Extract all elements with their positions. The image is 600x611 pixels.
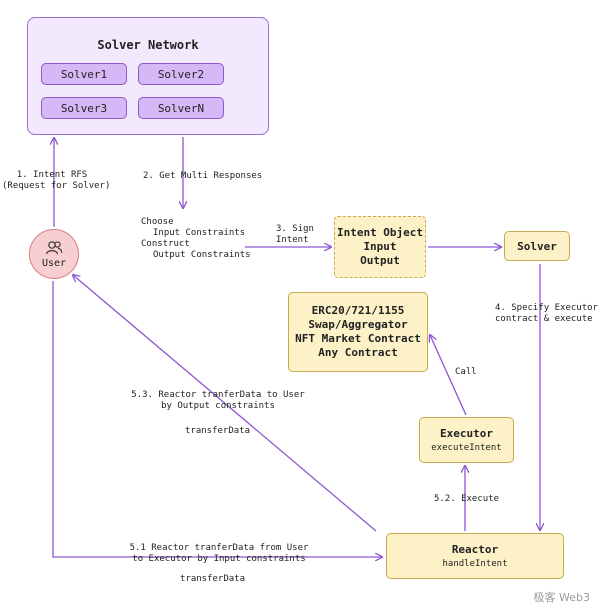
label-intent-rfs-2: (Request for Solver) <box>2 181 111 191</box>
label-output-constraints: Output Constraints <box>153 250 251 260</box>
label-5-1-line-1: 5.1 Reactor tranferData from User <box>129 543 309 553</box>
reactor-title: Reactor <box>451 543 499 556</box>
label-intent-rfs-1: 1. Intent RFS <box>16 170 88 180</box>
label-specify-1: 4. Specify Executor <box>495 303 598 313</box>
user-label: User <box>41 257 67 269</box>
label-sign-2: Intent <box>276 235 309 245</box>
contracts-line-2: Swap/Aggregator <box>308 318 408 331</box>
solver-pill-1: Solver1 <box>41 63 127 85</box>
watermark: 极客 Web3 <box>533 591 590 604</box>
label-5-1-line-2: to Executor by Input constraints <box>132 554 306 564</box>
label-5-3-line-2: by Output constraints <box>161 401 275 411</box>
solver-pill-2: Solver2 <box>138 63 224 85</box>
solver-pill-3: Solver3 <box>41 97 127 119</box>
solver-network-title: Solver Network <box>97 38 199 52</box>
label-execute: 5.2. Execute <box>434 494 500 504</box>
label-get-multi: 2. Get Multi Responses <box>143 171 263 181</box>
label-transfer-data-upper: transferData <box>185 426 251 436</box>
intent-object-input: Input <box>363 240 397 253</box>
label-specify-2: contract & execute <box>495 314 593 324</box>
label-choose: Choose <box>141 217 174 227</box>
arrow-reactor-to-user <box>73 275 377 532</box>
label-call: Call <box>455 367 477 377</box>
arrow-call <box>430 335 467 416</box>
executor-box: Executor executeIntent <box>419 417 514 463</box>
contracts-line-1: ERC20/721/1155 <box>311 304 405 317</box>
solver-box: Solver <box>504 231 570 261</box>
users-icon <box>45 240 63 254</box>
contracts-line-3: NFT Market Contract <box>295 332 421 345</box>
solver-pill-n: SolverN <box>138 97 224 119</box>
label-construct: Construct <box>141 239 190 249</box>
reactor-box: Reactor handleIntent <box>386 533 564 579</box>
label-transfer-data-lower: transferData <box>180 574 246 584</box>
label-5-3-line-1: 5.3. Reactor tranferData to User <box>131 390 305 400</box>
reactor-method: handleIntent <box>442 559 508 569</box>
user-node: User <box>29 229 79 279</box>
executor-method: executeIntent <box>431 443 502 453</box>
intent-object-output: Output <box>360 254 400 267</box>
label-input-constraints: Input Constraints <box>153 228 246 238</box>
contracts-line-4: Any Contract <box>318 346 398 359</box>
intent-object-box: Intent Object Input Output <box>334 216 426 278</box>
solver-box-label: Solver <box>517 239 557 253</box>
executor-title: Executor <box>440 427 493 440</box>
arrow-user-to-reactor <box>52 281 382 557</box>
contracts-box: ERC20/721/1155 Swap/Aggregator NFT Marke… <box>288 292 428 372</box>
label-sign-1: 3. Sign <box>276 224 314 234</box>
intent-object-title: Intent Object <box>336 226 424 239</box>
